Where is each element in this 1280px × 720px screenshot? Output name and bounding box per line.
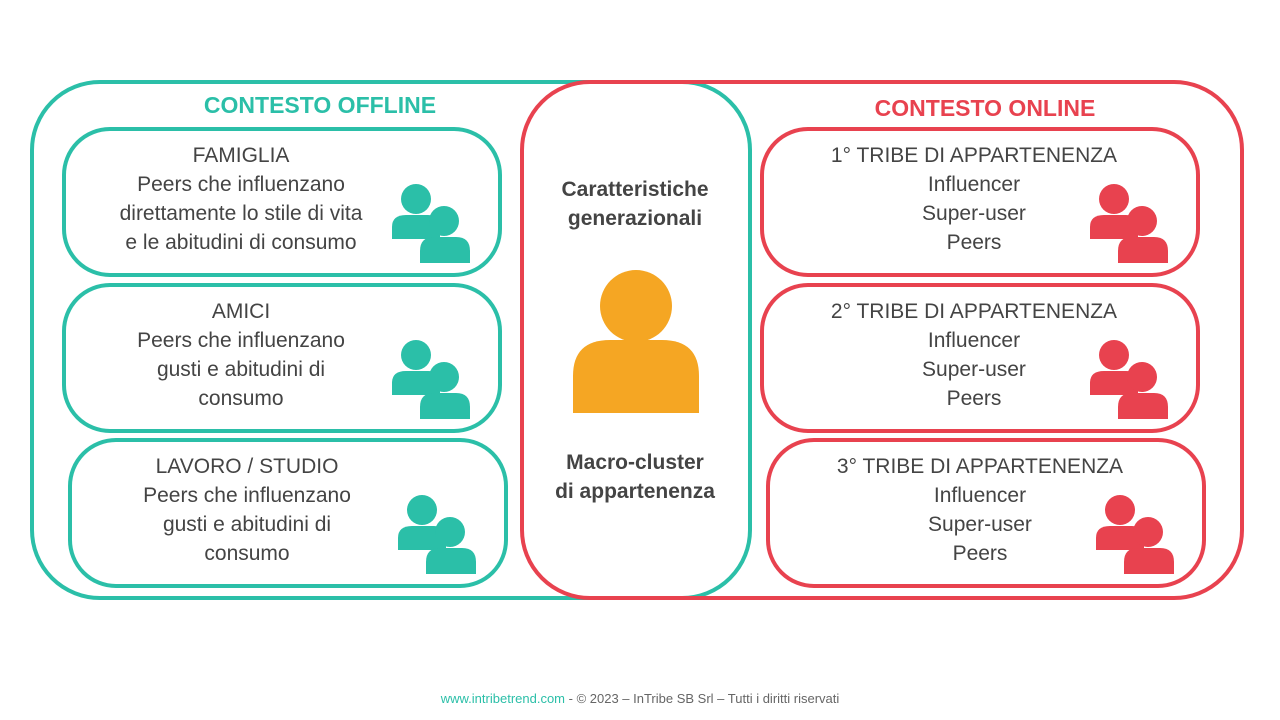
offline-box-1: FAMIGLIA Peers che influenzano direttamen… — [62, 127, 502, 277]
box-line: consumo — [198, 387, 284, 410]
box-line: Influencer — [933, 484, 1027, 507]
people-icon — [1086, 335, 1176, 425]
box-title: LAVORO / STUDIO — [155, 455, 339, 478]
box-line: Peers — [946, 231, 1002, 254]
online-title: CONTESTO ONLINE — [874, 95, 1096, 121]
person-icon — [573, 270, 699, 413]
box-content: FAMIGLIA Peers che influenzano direttamen… — [76, 141, 406, 257]
people-icon — [388, 335, 478, 425]
box-title: 2° TRIBE DI APPARTENENZA — [830, 300, 1118, 323]
offline-box-3: LAVORO / STUDIO Peers che influenzano gus… — [68, 438, 508, 588]
box-line: Influencer — [927, 329, 1021, 352]
box-line: Peers che influenzano — [143, 484, 351, 507]
box-line: gusti e abitudini di — [156, 358, 326, 381]
footer-link[interactable]: www.intribetrend.com — [440, 691, 566, 706]
offline-box-2: AMICI Peers che influenzano gusti e abitu… — [62, 283, 502, 433]
footer: www.intribetrend.com - © 2023 – InTribe … — [440, 691, 840, 706]
offline-context-frame — [30, 80, 752, 600]
offline-title: CONTESTO OFFLINE — [203, 92, 437, 118]
box-line: consumo — [204, 542, 290, 565]
box-line: Peers — [946, 387, 1002, 410]
box-content: AMICI Peers che influenzano gusti e abitu… — [76, 297, 406, 413]
box-line: Peers che influenzano — [137, 173, 345, 196]
box-line: Super-user — [928, 513, 1032, 536]
box-title: FAMIGLIA — [192, 144, 290, 167]
box-line: Super-user — [922, 358, 1026, 381]
box-line: gusti e abitudini di — [162, 513, 332, 536]
people-icon — [1092, 490, 1182, 580]
box-title: AMICI — [211, 300, 271, 323]
box-line: Influencer — [927, 173, 1021, 196]
box-line: Peers che influenzano — [137, 329, 345, 352]
people-icon — [394, 490, 484, 580]
box-line: direttamente lo stile di vita — [119, 202, 363, 225]
people-icon — [388, 179, 478, 269]
box-line: Peers — [952, 542, 1008, 565]
people-icon — [1086, 179, 1176, 269]
box-title: 1° TRIBE DI APPARTENENZA — [830, 144, 1118, 167]
box-line: e le abitudini di consumo — [125, 231, 357, 254]
online-context-frame — [520, 80, 1244, 600]
box-line: Super-user — [922, 202, 1026, 225]
box-title: 3° TRIBE DI APPARTENENZA — [836, 455, 1124, 478]
box-content: LAVORO / STUDIO Peers che influenzano gus… — [82, 452, 412, 568]
